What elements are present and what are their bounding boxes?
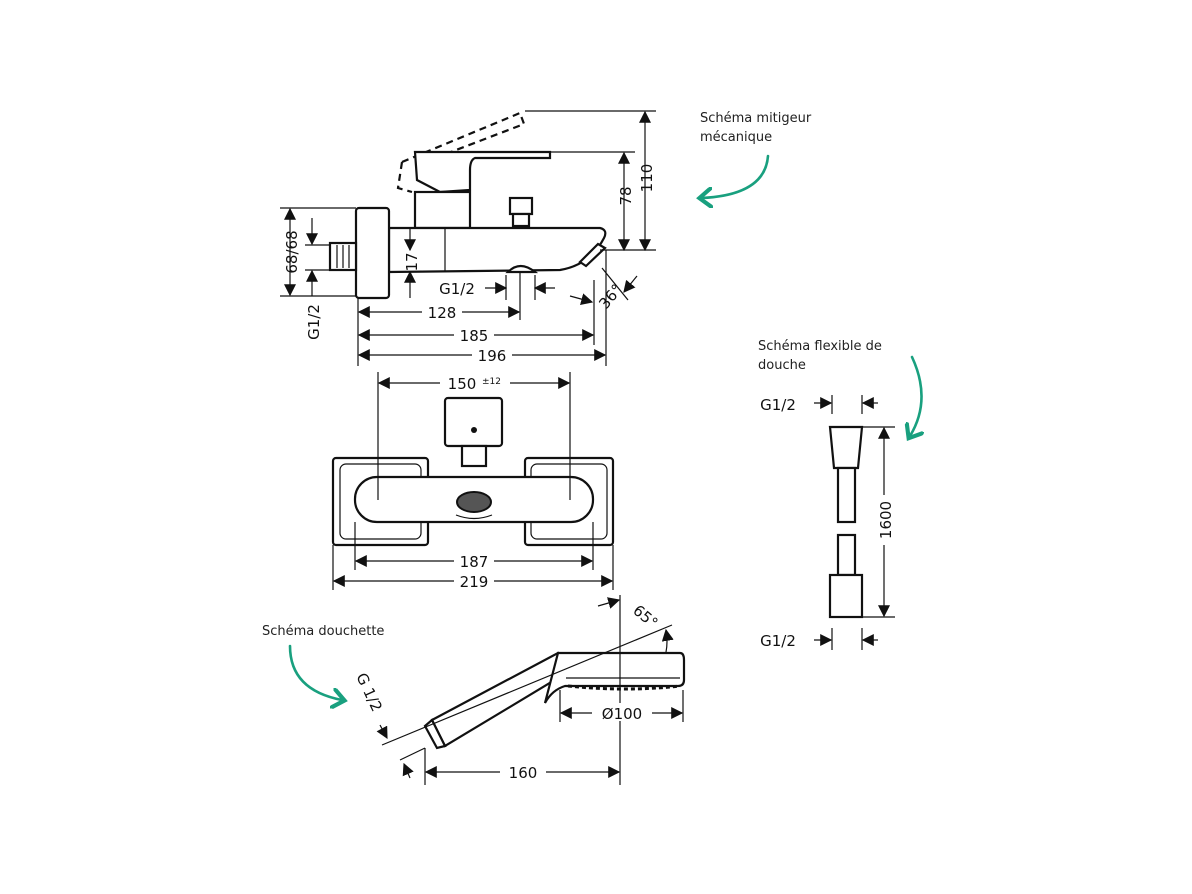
dim-187: 187 [460,553,489,571]
dim-196: 196 [478,347,507,365]
mixer-side-view: 110 78 68/68 G1/2 17 G1/2 128 185 196 36… [280,110,656,366]
hose-top-thread: G1/2 [760,396,796,414]
hose-bottom-thread: G1/2 [760,632,796,650]
dim-17: 17 [403,252,421,271]
caption-mixer-line2: mécanique [700,130,772,145]
handshower-thread: G 1/2 [352,670,385,714]
dim-185: 185 [460,327,489,345]
dim-outlet-g12: G1/2 [439,280,475,298]
handshower-length: 160 [509,764,538,782]
dim-36deg: 36° [595,281,626,313]
dim-inlet-g12: G1/2 [305,304,323,340]
caption-hose-line1: Schéma flexible de [758,339,882,354]
caption-mixer-line1: Schéma mitigeur [700,111,812,126]
caption-mixer: Schéma mitigeur mécanique [700,111,812,198]
hand-shower: Ø100 160 65° G 1/2 [352,595,686,785]
caption-hose: Schéma flexible de douche [758,339,922,436]
caption-handshower-text: Schéma douchette [262,624,384,639]
dim-128: 128 [428,304,457,322]
caption-hose-line2: douche [758,358,806,373]
dim-219: 219 [460,573,489,591]
dim-110: 110 [638,164,656,193]
dim-68-68: 68/68 [283,230,301,273]
caption-handshower: Schéma douchette [262,624,384,700]
teal-arrow-icon [910,355,922,436]
handshower-angle: 65° [629,601,661,632]
teal-arrow-icon [288,644,342,700]
shower-hose: G1/2 1600 G1/2 [760,395,895,650]
handshower-diameter: Ø100 [602,705,642,723]
dim-150-tolerance: ±12 [482,377,501,387]
dim-150: 150 [448,375,477,393]
teal-arrow-icon [702,154,770,198]
dim-78: 78 [617,186,635,205]
hose-length: 1600 [877,501,895,539]
mixer-front-view: 150 ±12 187 219 [331,372,615,591]
